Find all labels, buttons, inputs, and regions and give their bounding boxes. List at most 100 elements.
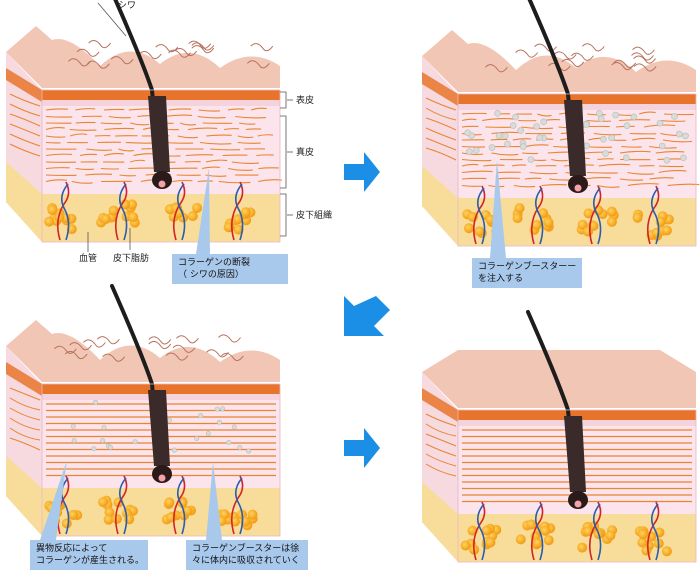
side-fiber (9, 427, 41, 441)
collagen-fiber (45, 167, 70, 170)
callout-foreign-reaction: 異物反応によって コラーゲンが産生される。 (30, 540, 148, 570)
collagen-fiber (125, 141, 156, 144)
collagen-fiber (619, 178, 644, 181)
collagen-fiber (537, 113, 552, 117)
collagen-fiber (621, 145, 642, 148)
collagen-fiber (586, 171, 618, 174)
callout-pointers (40, 160, 506, 540)
wrinkle-line (571, 52, 594, 61)
side-fiber (9, 103, 41, 117)
fat-cell (128, 212, 139, 223)
side-epidermis (422, 72, 458, 106)
booster-particle (608, 134, 615, 142)
callout-booster-injection: コラーゲンブースターー を注入する (472, 258, 582, 288)
collagen-fiber (86, 148, 112, 151)
collagen-fiber (659, 165, 684, 168)
subcutaneous-label: 皮下組織 (296, 211, 333, 221)
booster-particle (70, 423, 76, 429)
wrinkle-line (67, 58, 91, 67)
fat-cell (641, 545, 652, 556)
collagen-fiber (491, 152, 519, 156)
collagen-fiber (45, 179, 67, 183)
block-outline (41, 383, 281, 537)
blue-right-arrow-icon (344, 428, 380, 468)
dermal-papilla (158, 180, 166, 188)
blood-vessel-blue (534, 503, 544, 561)
booster-particle (671, 113, 678, 120)
fat-cell (531, 219, 542, 230)
collagen-fiber (490, 138, 508, 141)
collagen-fiber (75, 121, 96, 124)
collagen-fiber (172, 179, 193, 183)
booster-particle (682, 132, 689, 140)
booster-particle (226, 439, 232, 445)
fat-cell (108, 205, 119, 216)
collagen-fiber (461, 118, 477, 122)
side-fiber (425, 137, 457, 151)
panel-booster-injected (422, 0, 700, 247)
collagen-fiber (257, 134, 273, 137)
fat-cell (463, 223, 474, 234)
blood-vessel-red (472, 501, 486, 561)
blood-vessel-red (114, 181, 128, 241)
wrinkle-line (188, 40, 212, 49)
booster-particle (602, 150, 609, 157)
collagen-fiber (525, 144, 549, 148)
collagen-fiber (627, 171, 654, 175)
fat-cell (120, 199, 131, 210)
hair-follicle (564, 100, 586, 176)
side-fiber (9, 417, 41, 431)
booster-particle (246, 448, 252, 454)
booster-particle (680, 154, 687, 162)
collagen-fiber (231, 161, 259, 164)
blood-vessel-blue (534, 187, 544, 245)
booster-particle (512, 113, 519, 121)
collagen-fiber (130, 122, 150, 126)
collagen-fiber (103, 153, 124, 157)
side-fiber (425, 463, 457, 477)
blood-vessel-blue (176, 477, 186, 535)
collagen-fiber (227, 108, 245, 111)
side-fiber (425, 443, 457, 457)
hair-shaft (526, 310, 578, 498)
collagen-fiber (210, 148, 241, 151)
fat-cell (605, 530, 616, 541)
wrinkle-line (515, 49, 538, 58)
blood-vessel-red (646, 501, 660, 561)
booster-particle (464, 129, 472, 137)
collagen-fiber (180, 122, 196, 126)
collagen-fiber (541, 183, 567, 187)
wrinkle-line (553, 51, 577, 60)
side-fiber (9, 93, 41, 107)
skin-surface (6, 320, 280, 382)
collagen-fiber (586, 119, 611, 122)
blood-vessel-blue (118, 477, 128, 535)
wrinkle-line (138, 51, 162, 60)
blood-vessel-red (588, 185, 602, 245)
callout-line: コラーゲンが産生される。 (36, 556, 145, 566)
booster-particle (596, 110, 603, 117)
collagen-fiber (649, 177, 674, 180)
fat-cell (661, 546, 672, 557)
collagen-fiber (103, 108, 125, 111)
wrinkle-line (172, 344, 196, 353)
collagen-fiber (45, 135, 66, 138)
side-fiber (9, 133, 41, 147)
collagen-fiber (596, 184, 620, 188)
wrinkle-line (485, 64, 508, 73)
blood-vessel-blue (118, 183, 128, 241)
side-fiber (9, 397, 41, 411)
fat-cell (240, 207, 251, 218)
side-fiber (425, 117, 457, 131)
side-fiber (9, 143, 41, 157)
booster-particle (198, 413, 204, 419)
collagen-fiber (461, 112, 487, 115)
blood-vessel-blue (476, 503, 486, 561)
booster-particle (237, 444, 243, 450)
collagen-fiber (583, 151, 613, 154)
callout-line: 々に体内に吸収されていく (192, 556, 300, 566)
epidermis-band (42, 384, 280, 394)
collagen-fiber (197, 115, 226, 119)
collagen-fiber (638, 111, 656, 115)
fat-cell (543, 535, 554, 546)
